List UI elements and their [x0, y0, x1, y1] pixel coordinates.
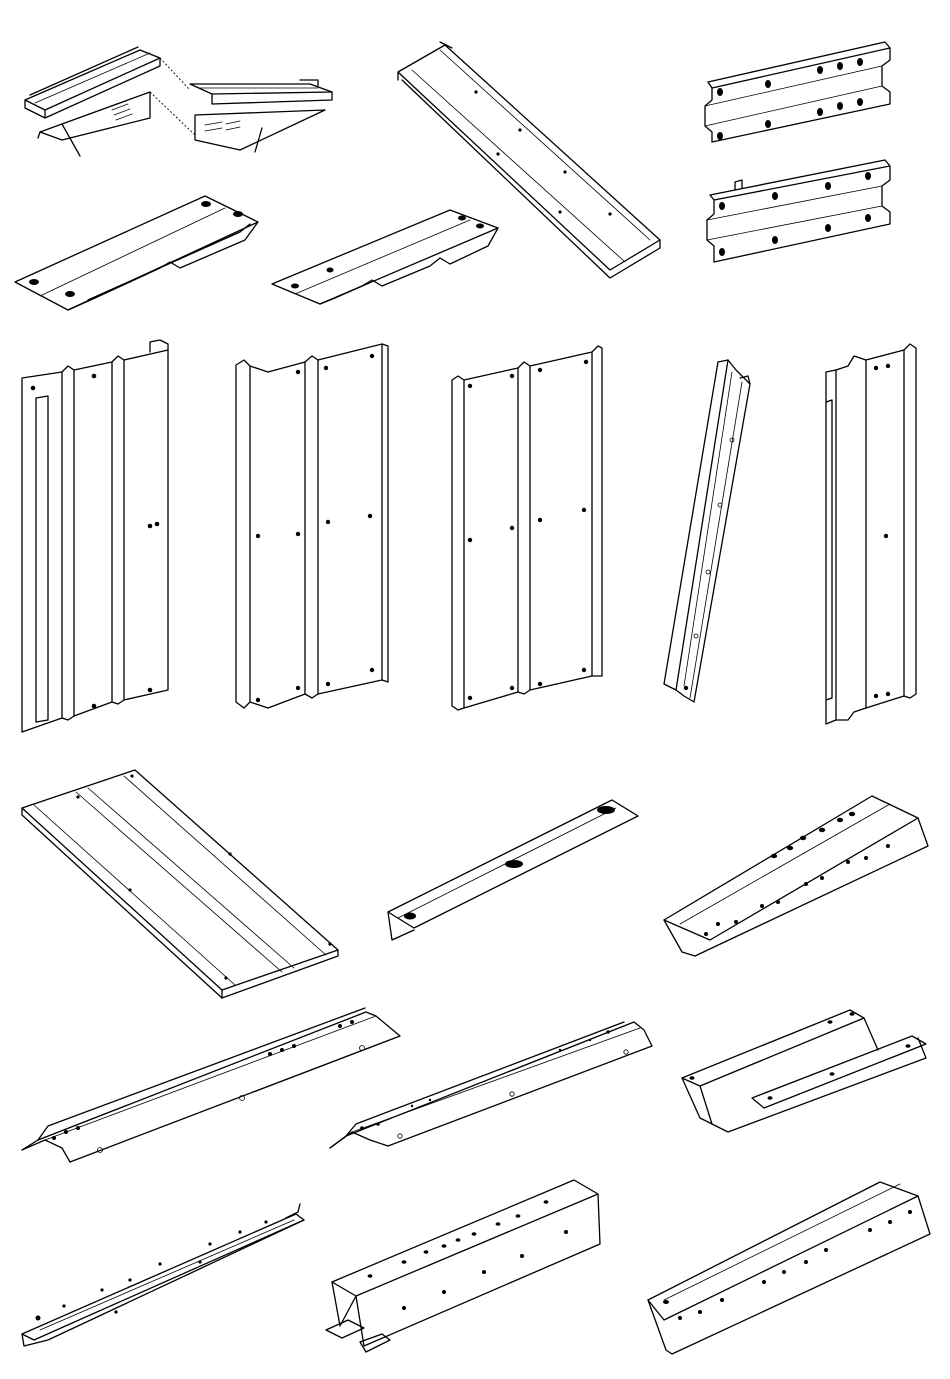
box-channel-perforated: [326, 1180, 600, 1352]
vertical-panel-3: [452, 346, 602, 710]
ramp-plate-left: [15, 196, 258, 310]
long-hat-strip-2: [330, 1022, 652, 1148]
thin-angle-strip: [22, 1204, 304, 1346]
z-channel-perforated-2: [648, 1182, 930, 1354]
ramp-plate-middle: [272, 210, 498, 304]
long-angle-rail: [398, 42, 660, 278]
bracket-assembly-pair: [25, 47, 332, 156]
vertical-panel-5: [826, 344, 916, 724]
hat-rail-upper: [705, 42, 890, 142]
wide-ribbed-plate: [22, 770, 338, 998]
flat-strap: [388, 800, 638, 940]
vertical-panel-1: [22, 340, 168, 732]
vertical-narrow-rail: [664, 360, 750, 702]
vertical-panel-2: [236, 344, 388, 708]
hat-rail-lower: [707, 160, 890, 262]
z-channel-perforated: [664, 796, 928, 956]
u-channel-short: [682, 1010, 926, 1132]
